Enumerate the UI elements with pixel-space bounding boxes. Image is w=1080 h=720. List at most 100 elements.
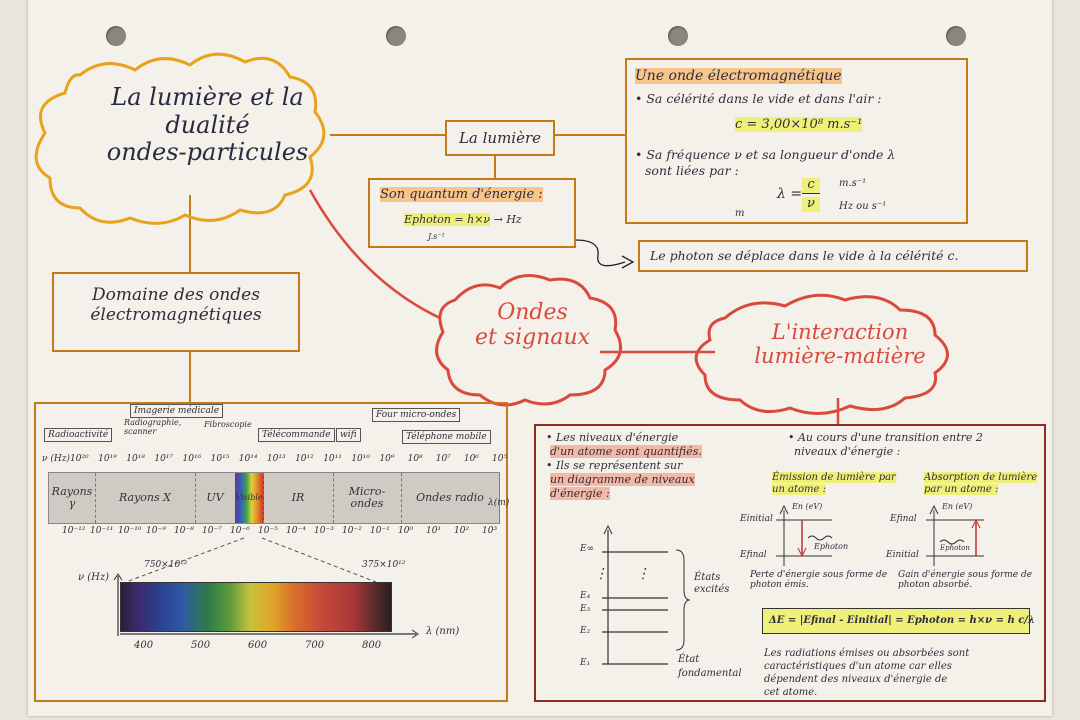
freq-tick: 10¹⁴ (238, 454, 258, 464)
punch-hole (386, 26, 406, 46)
label-telephone: Téléphone mobile (402, 430, 491, 445)
celerite-formula: c = 3,00×10⁸ m.s⁻¹ (735, 117, 863, 132)
domaine-line-1: Domaine des ondes (92, 285, 260, 305)
freq-tick: 10¹² (295, 454, 314, 464)
lambda-tick: 10⁻⁹ (146, 526, 166, 536)
freq-tick: 10²⁰ (70, 454, 89, 464)
etats-excites: États excités (694, 572, 730, 595)
conclusion-1: Les radiations émises ou absorbées sont (764, 648, 970, 659)
lumiere-box: La lumière (445, 120, 555, 156)
label-radiographie: Radiographie, scanner (124, 418, 182, 437)
vis-tick: 700 (305, 640, 325, 651)
vis-tick: 400 (134, 640, 154, 651)
etat-fond-2: fondamental (678, 668, 742, 679)
freq-tick: 10¹⁸ (126, 454, 145, 464)
interaction-line-1: L'interaction (771, 320, 909, 344)
conclusion-2: caractéristiques d'un atome car elles (764, 661, 952, 672)
freq-tick: 10¹⁶ (182, 454, 202, 464)
title-line-2: dualité (165, 110, 250, 139)
spectrum-segment: Visible (235, 473, 264, 523)
label-four: Four micro-ondes (372, 408, 461, 423)
vis-f1: 750×10¹² (144, 560, 188, 570)
interaction-box: • Les niveaux d'énergie d'un atome sont … (534, 424, 1046, 702)
lambda-symbol: λ = (777, 186, 803, 202)
absorption-title: Absorption de lumière par un atome : (924, 472, 1038, 495)
photon-box: Le photon se déplace dans le vide à la c… (638, 240, 1028, 272)
int-left-3: • Ils se représentent sur (546, 459, 683, 472)
quantum-box: Son quantum d'énergie : Ephoton = h×ν → … (368, 178, 576, 248)
ondes-line-1: Ondes (497, 300, 568, 325)
freq-axis-label: ν (Hz) (42, 454, 70, 464)
title-cloud: La lumière et la dualité ondes-particule… (75, 83, 340, 167)
ondes-line-2: et signaux (474, 325, 591, 351)
lambda-tick: 10³ (482, 526, 498, 536)
lambda-tick: 10⁻⁴ (286, 526, 306, 536)
absorption-en-ev: En (eV) (942, 502, 973, 511)
onde-em-bullet-2a: • Sa fréquence ν et sa longueur d'onde λ (635, 147, 896, 162)
freq-tick: 10¹⁷ (154, 454, 174, 464)
onde-em-box: Une onde électromagnétique • Sa célérité… (625, 58, 968, 224)
onde-em-bullet-1: • Sa célérité dans le vide et dans l'air… (635, 91, 882, 106)
int-right-2: niveaux d'énergie : (794, 445, 901, 458)
vis-freq-axis: ν (Hz) (78, 572, 110, 583)
dots-vertical: ⋮ (636, 566, 650, 582)
lambda-tick: 10⁻⁵ (258, 526, 278, 536)
domaine-line-2: électromagnétiques (90, 304, 262, 325)
freq-tick: 10⁶ (463, 454, 479, 464)
unit-hz: Hz ou s⁻¹ (839, 201, 887, 212)
freq-tick: 10¹⁹ (98, 454, 117, 464)
conclusion-4: cet atome. (764, 687, 818, 698)
freq-tick: 10¹⁰ (351, 454, 370, 464)
onde-em-title: Une onde électromagnétique (635, 68, 842, 84)
label-radioactivite: Radioactivité (44, 428, 113, 443)
unit-ms: m.s⁻¹ (839, 178, 867, 189)
dots-vertical-left: ⋮ (594, 566, 608, 582)
vis-tick: 500 (191, 640, 211, 651)
emission-einitial: Einitial (740, 514, 773, 524)
lambda-tick: 10⁻¹⁰ (118, 526, 142, 536)
punch-hole (668, 26, 688, 46)
quantum-title: Son quantum d'énergie : (380, 187, 543, 202)
energy-level-label: E₁ (580, 658, 591, 668)
freq-tick: 10¹⁵ (210, 454, 230, 464)
ondes-signaux-cloud: Ondes et signaux (450, 300, 615, 351)
int-left-5: d'énergie : (550, 487, 610, 500)
title-line-3: ondes-particules (106, 138, 309, 167)
interaction-cloud: L'interaction lumière-matière (705, 320, 975, 368)
lambda-tick: 10⁻⁶ (230, 526, 250, 536)
gain-text: Gain d'énergie sous forme de photon abso… (898, 570, 1033, 591)
emission-ephoton: Ephoton (814, 542, 849, 551)
freq-tick: 10⁹ (379, 454, 395, 464)
label-telecommande: Télécommande (258, 428, 335, 443)
spectrum-segment: Micro-ondes (333, 473, 402, 523)
spectrum-segment: Ondes radio (401, 473, 500, 523)
emission-efinal: Efinal (740, 550, 767, 560)
absorption-efinal: Efinal (890, 514, 917, 524)
vis-tick: 600 (248, 640, 268, 651)
lambda-tick: 10⁻¹² (62, 526, 86, 536)
etat-fond-1: État (678, 654, 700, 665)
unit-m: m (735, 208, 745, 219)
freq-tick: 10¹¹ (323, 454, 342, 464)
int-right-1: • Au cours d'une transition entre 2 (788, 431, 983, 444)
lambda-tick: 10² (454, 526, 470, 536)
int-left-2: d'un atome sont quantifiés. (550, 445, 702, 458)
ephoton-formula: Ephoton = h×ν (404, 213, 491, 226)
lambda-axis-label: λ(m) (488, 498, 510, 508)
label-imagerie: Imagerie médicale (130, 404, 224, 419)
energy-level-label: E₄ (580, 591, 591, 601)
nu-denominator: ν (802, 196, 820, 212)
freq-tick: 10⁵ (492, 454, 508, 464)
lambda-tick: 10⁰ (398, 526, 414, 536)
freq-tick: 10⁸ (407, 454, 423, 464)
vis-lambda-axis: λ (nm) (426, 626, 460, 637)
visible-axis (113, 573, 419, 639)
punch-hole (946, 26, 966, 46)
absorption-einitial: Einitial (886, 550, 919, 560)
energy-level-label: E∞ (580, 544, 595, 554)
onde-em-bullet-2b: sont liées par : (645, 163, 739, 178)
